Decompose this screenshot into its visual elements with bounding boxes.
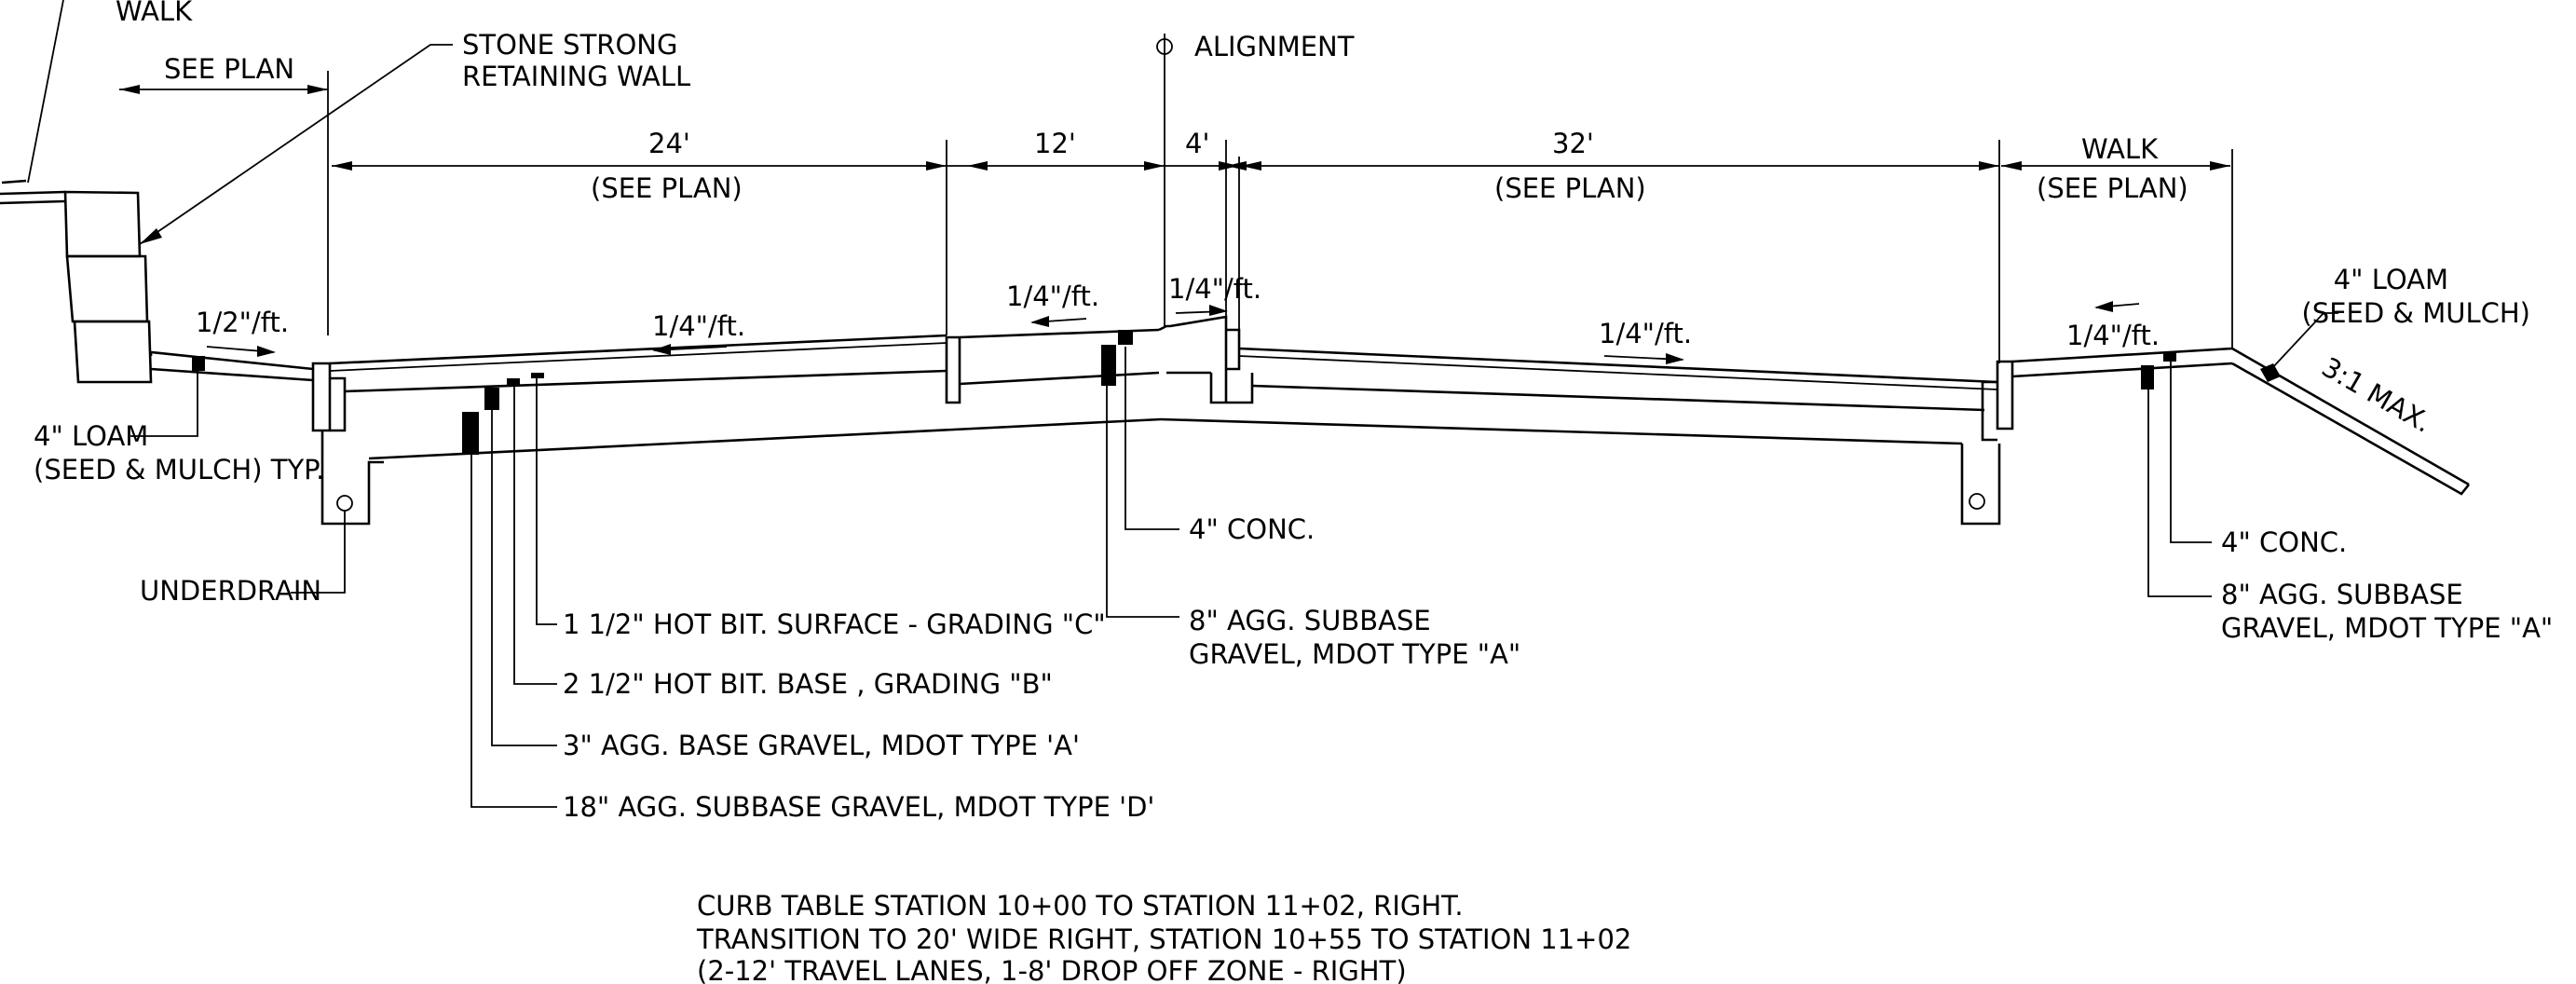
slope-3-1-max: 3:1 MAX.: [2317, 351, 2437, 439]
slope-right-lane: 1/4"/ft.: [1599, 318, 1692, 349]
layer-1-label: 1 1/2" HOT BIT. SURFACE - GRADING "C": [563, 608, 1106, 640]
subbase-center-type-label: GRAVEL, MDOT TYPE "A": [1189, 638, 1520, 670]
walk-leader: [27, 0, 64, 184]
subbase-right-label: 8" AGG. SUBBASE: [2221, 579, 2463, 610]
conc-right-label: 4" CONC.: [2221, 526, 2347, 558]
layer-2-leader: [513, 384, 557, 685]
right-underdrain-pipe: [1969, 493, 1985, 510]
layer-1-leader: [536, 376, 557, 625]
retaining-wall: [0, 179, 153, 384]
subbase-right-type-label: GRAVEL, MDOT TYPE "A": [2221, 612, 2553, 644]
slope-left-walk: 1/2"/ft.: [196, 307, 289, 338]
loam-right-leader: [2270, 312, 2338, 370]
slope-right-walk: 1/4"/ft.: [2066, 320, 2160, 351]
conc-center-leader: [1124, 347, 1179, 530]
right-lanes: [1160, 347, 1998, 445]
left-lanes: [329, 334, 1162, 460]
subbase-center-label: 8" AGG. SUBBASE: [1189, 605, 1431, 636]
stone-strong-label: STONE STRONG: [462, 29, 677, 61]
loam-right-label: 4" LOAM: [2334, 264, 2448, 295]
centerline-symbol: [1156, 34, 1173, 63]
walk-right-see-plan: (SEE PLAN): [2037, 172, 2188, 204]
walk-label-top-left: WALK: [116, 0, 193, 27]
underdrain-leader: [291, 511, 346, 594]
loam-left-seed-label: (SEED & MULCH) TYP.: [34, 454, 324, 485]
layer-2-label: 2 1/2" HOT BIT. BASE , GRADING "B": [563, 668, 1053, 700]
subbase-right-leader: [2147, 390, 2212, 597]
note-line-2: TRANSITION TO 20' WIDE RIGHT, STATION 10…: [696, 923, 1631, 955]
loam-right-seed-label: (SEED & MULCH): [2301, 297, 2530, 329]
layer-3-leader: [491, 408, 557, 746]
dim-24: 24': [648, 128, 690, 159]
dim-32: 32': [1552, 128, 1594, 159]
subbase-center-leader: [1106, 386, 1179, 618]
right-walk: [2011, 347, 2471, 496]
left-underdrain-pipe: [336, 495, 353, 512]
conc-center-label: 4" CONC.: [1189, 513, 1315, 545]
right-curb: [1960, 360, 2014, 526]
slope-center-right: 1/4"/ft.: [1168, 273, 1261, 305]
layer-3-label: 3" AGG. BASE GRAVEL, MDOT TYPE 'A': [563, 730, 1080, 761]
note-line-1: CURB TABLE STATION 10+00 TO STATION 11+0…: [697, 890, 1464, 922]
note-line-3: (2-12' TRAVEL LANES, 1-8' DROP OFF ZONE …: [697, 955, 1407, 984]
retaining-wall-label: RETAINING WALL: [462, 61, 690, 92]
dim-24-see-plan: (SEE PLAN): [591, 172, 743, 204]
dim-12: 12': [1034, 128, 1076, 159]
underdrain-label: UNDERDRAIN: [140, 575, 321, 607]
loam-left-label: 4" LOAM: [34, 420, 148, 452]
left-walk: [149, 350, 314, 382]
walk-right-label: WALK: [2081, 133, 2159, 165]
center-median: [945, 315, 1254, 404]
layer-4-label: 18" AGG. SUBBASE GRAVEL, MDOT TYPE 'D': [563, 791, 1154, 823]
conc-right-leader: [2170, 362, 2212, 543]
alignment-label: ALIGNMENT: [1194, 31, 1355, 62]
slope-left-lane: 1/4"/ft.: [652, 310, 745, 342]
dim-32-see-plan: (SEE PLAN): [1494, 172, 1646, 204]
loam-left-leader: [130, 369, 198, 437]
see-plan-left: SEE PLAN: [164, 53, 294, 85]
dim-4: 4': [1185, 128, 1209, 159]
slope-center-left: 1/4"/ft.: [1006, 280, 1099, 312]
layer-4-leader: [470, 453, 557, 808]
left-curb: [311, 362, 384, 526]
stone-strong-leader: [139, 44, 453, 245]
